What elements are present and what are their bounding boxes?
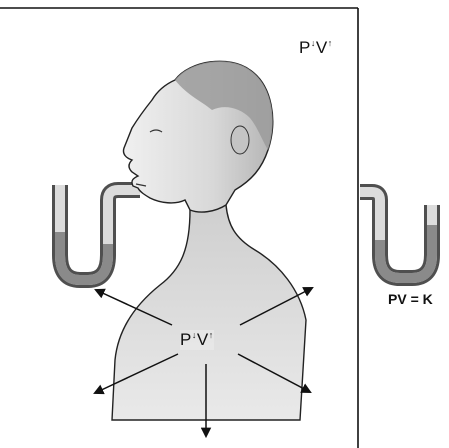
torso xyxy=(112,205,306,420)
top-v-letter: V xyxy=(316,38,328,57)
boyle-law-equation: PV = K xyxy=(388,291,449,307)
top-p-letter: P xyxy=(299,38,311,57)
top-v-up-mark: ↑ xyxy=(328,38,333,48)
mid-v-letter: V xyxy=(197,330,209,349)
top-p-down-mark: ↓ xyxy=(311,38,316,48)
ear xyxy=(231,126,249,154)
person xyxy=(112,61,306,420)
mid-p-down-mark: ↓ xyxy=(192,330,197,340)
manometer-left xyxy=(60,185,140,280)
mid-v-up-mark: ↑ xyxy=(209,330,214,340)
label-mid-pressure-volume: P↓V↑ xyxy=(180,330,214,350)
mid-p-letter: P xyxy=(180,330,192,349)
label-top-pressure-volume: P↓V↑ xyxy=(299,38,333,58)
manometer-right xyxy=(360,192,432,278)
